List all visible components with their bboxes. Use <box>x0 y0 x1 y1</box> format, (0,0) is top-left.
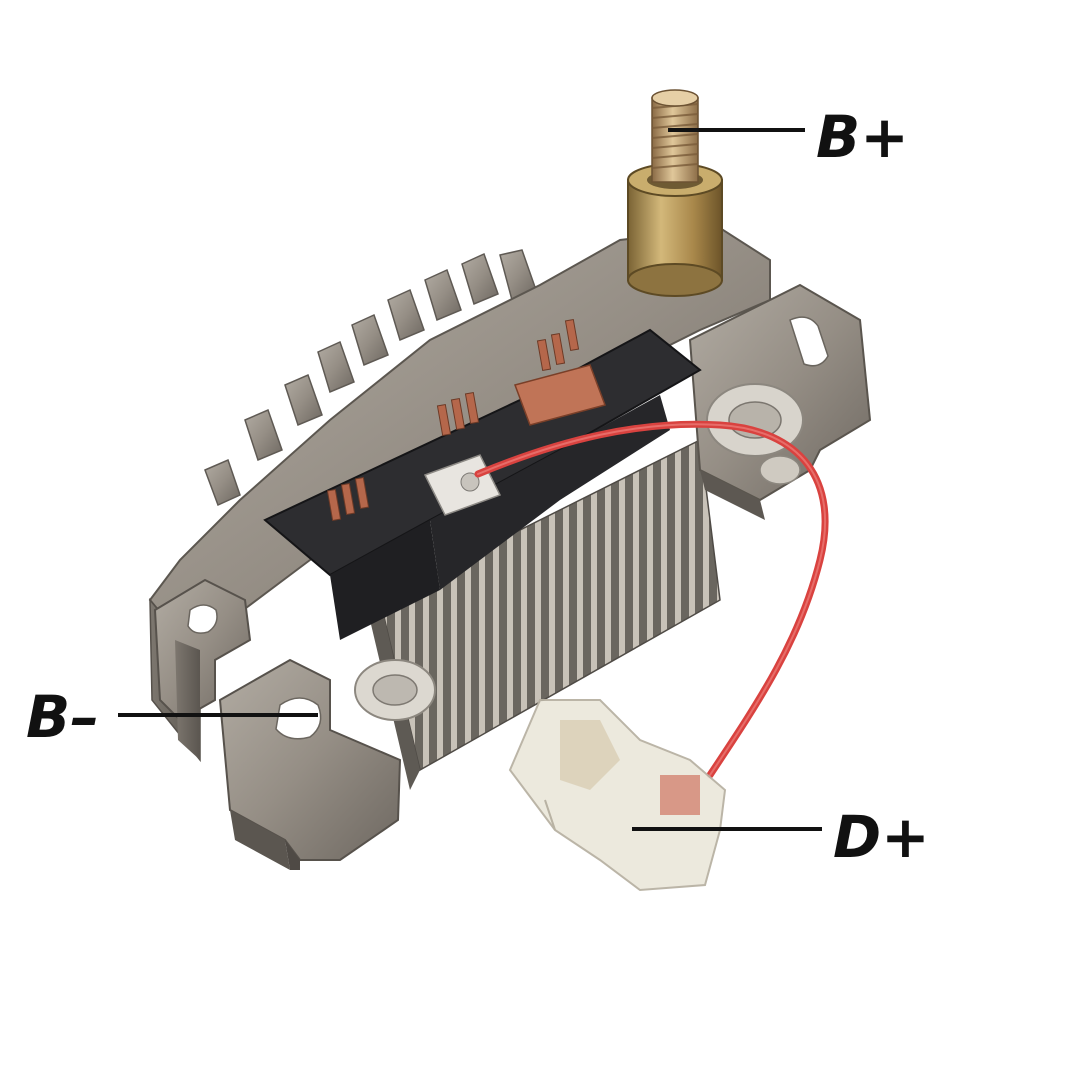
label-d-plus: D+ <box>833 803 930 871</box>
label-b-minus: B– <box>26 683 100 751</box>
spade-connector-icon <box>508 699 727 892</box>
mount-block-left <box>153 578 436 870</box>
diode-tabs <box>326 318 580 522</box>
diode-carrier <box>263 318 702 640</box>
label-b-plus: B+ <box>816 103 909 171</box>
copper-contact-pad <box>514 364 606 426</box>
heatsink-fins-back <box>204 249 537 507</box>
terminal-stud-icon <box>627 89 723 297</box>
mount-block-right <box>688 283 872 520</box>
